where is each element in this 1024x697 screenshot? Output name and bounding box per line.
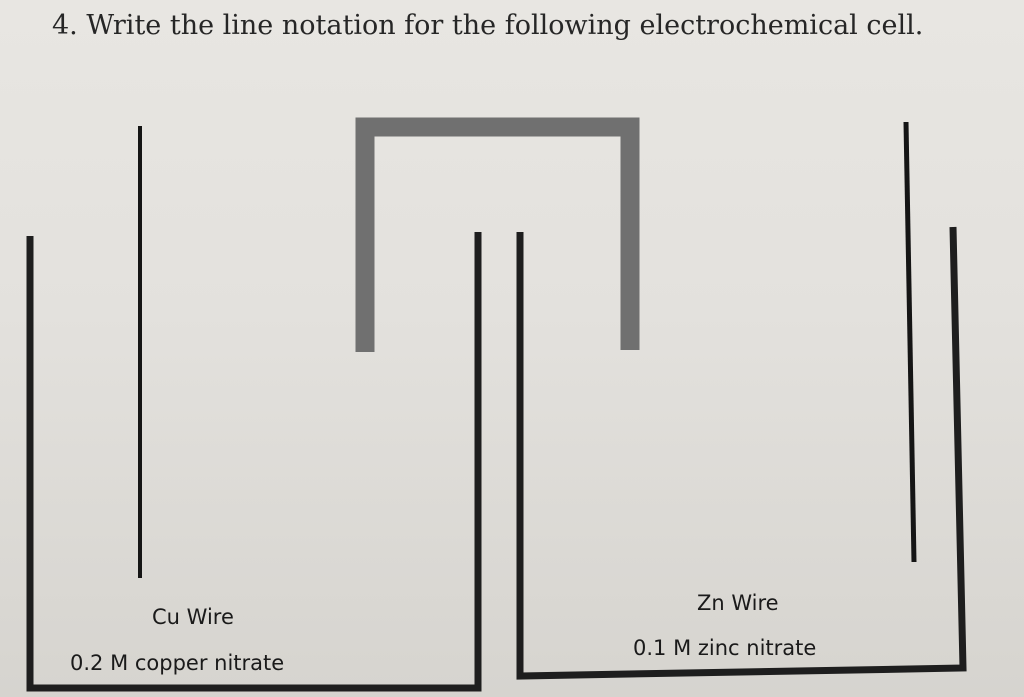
zn-wire-label: Zn Wire: [697, 591, 779, 615]
salt-bridge: [355, 117, 640, 352]
question-number: 4.: [52, 10, 78, 41]
copper-nitrate-label: 0.2 M copper nitrate: [70, 651, 284, 675]
left-beaker: [26, 232, 482, 692]
cu-wire-label: Cu Wire: [152, 605, 234, 629]
zinc-nitrate-label: 0.1 M zinc nitrate: [633, 636, 816, 660]
right-beaker: [516, 226, 967, 680]
question-text: Write the line notation for the followin…: [86, 10, 924, 41]
question-line: 4. Write the line notation for the follo…: [52, 10, 923, 41]
zn-wire: [903, 121, 917, 563]
